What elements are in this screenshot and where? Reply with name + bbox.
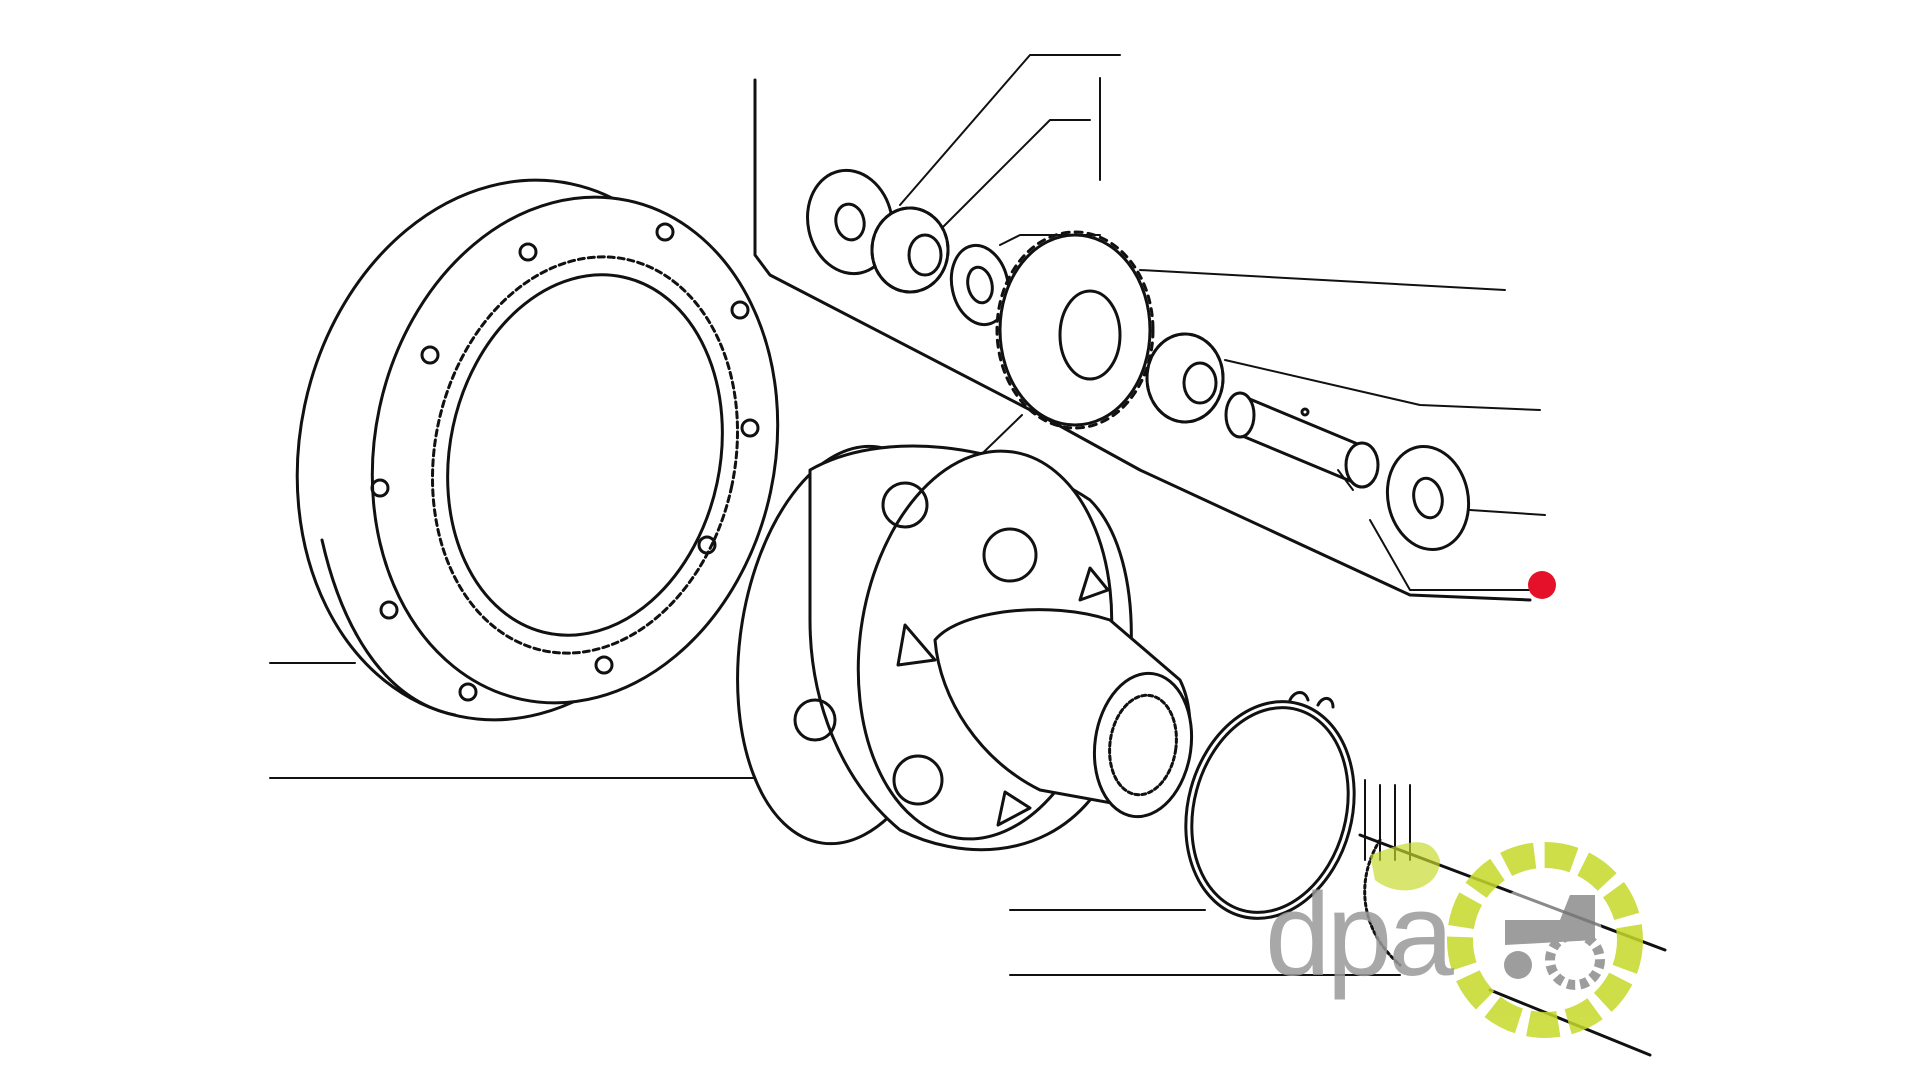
planet-gear	[995, 230, 1155, 430]
planet-carrier-hub	[736, 444, 1194, 852]
leader-line-thrust-washer	[1469, 509, 1546, 516]
leader-line-pin	[1224, 359, 1541, 411]
highlight-marker-dot	[1528, 571, 1556, 599]
ring-gear	[295, 178, 780, 722]
needle-bearing-top	[870, 206, 950, 294]
needle-bearing-bottom	[1145, 332, 1225, 424]
planet-pin	[1224, 391, 1380, 491]
ring-gear-bolt-holes	[370, 222, 760, 702]
thrust-washer-bottom	[1385, 444, 1471, 552]
tractor-gear-logo	[1370, 842, 1643, 1038]
leader-line-marked-part	[1369, 519, 1541, 591]
watermark-text: dpa	[1265, 869, 1454, 1001]
leader-line-washer-top	[899, 54, 1121, 206]
circlip	[1184, 691, 1356, 920]
leader-line-planet-gear	[1139, 269, 1506, 291]
leader-lines	[269, 54, 1546, 976]
leader-line-needle-bearing	[939, 119, 1091, 231]
